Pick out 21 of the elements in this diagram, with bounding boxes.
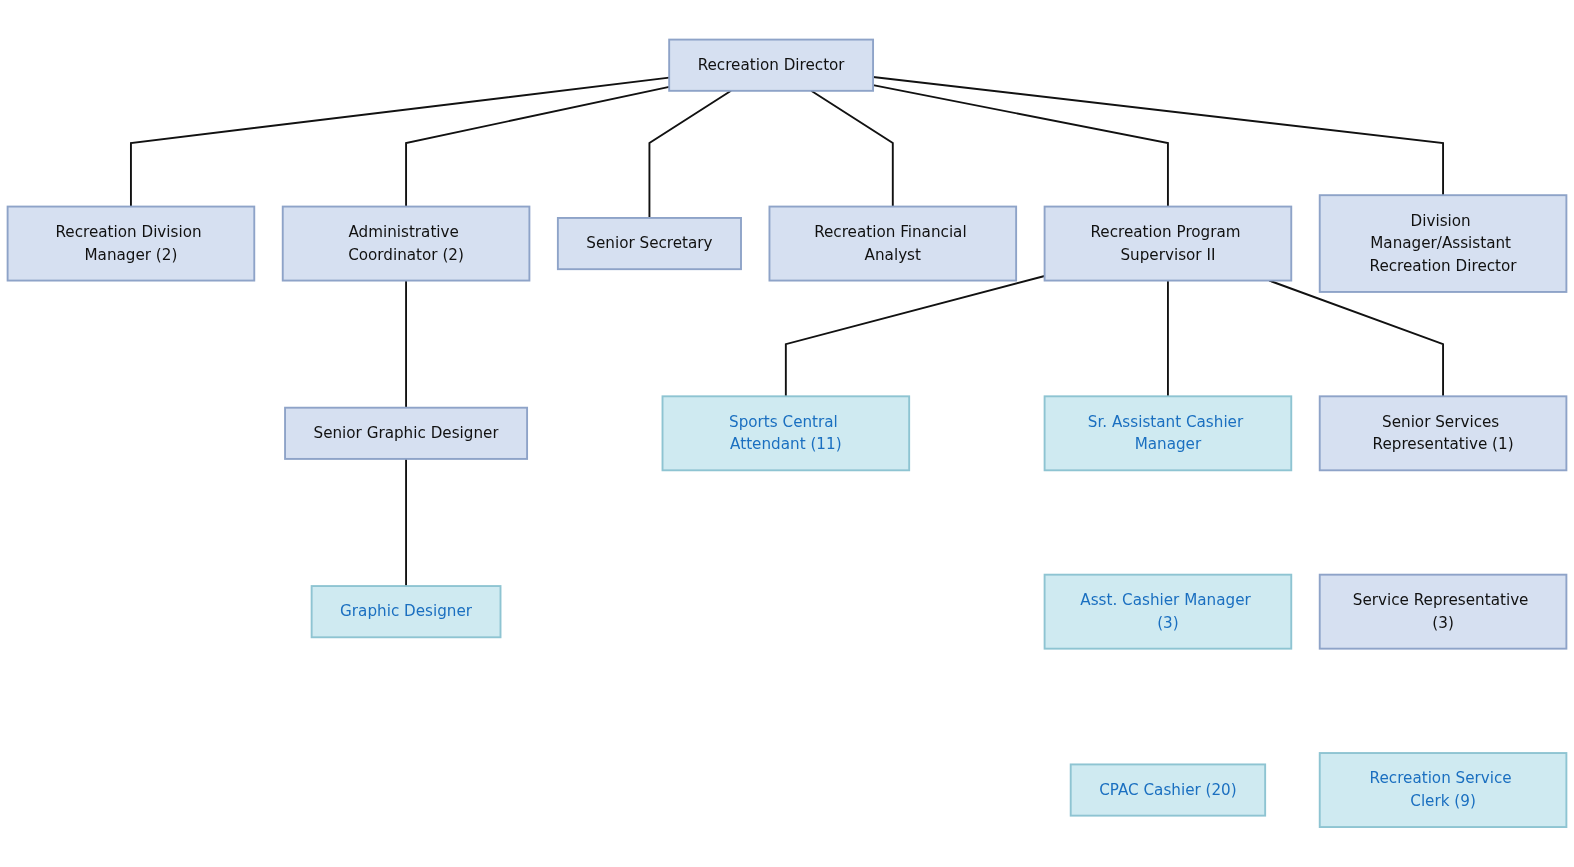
node-box: Senior Graphic Designer — [284, 406, 529, 461]
connector — [648, 90, 732, 220]
connector — [810, 90, 894, 208]
node-box: Recreation Program Supervisor II — [1043, 205, 1293, 282]
node-box: Sr. Assistant Cashier Manager — [1043, 395, 1293, 472]
node-box: Recreation Division Manager (2) — [6, 205, 256, 282]
node-box: Service Representative (3) — [1318, 573, 1568, 650]
node-box: Graphic Designer — [310, 585, 502, 639]
connector — [405, 458, 407, 588]
node-box: Senior Secretary — [556, 217, 742, 271]
node-box: Division Manager/Assistant Recreation Director — [1318, 194, 1568, 294]
connector — [1167, 279, 1169, 398]
node-box: Recreation Director — [668, 38, 875, 92]
node-box: Sports Central Attendant (11) — [661, 395, 911, 472]
node-box: Recreation Service Clerk (9) — [1318, 752, 1568, 829]
node-box: CPAC Cashier (20) — [1069, 763, 1267, 817]
node-box: Recreation Financial Analyst — [768, 205, 1018, 282]
node-box: Administrative Coordinator (2) — [281, 205, 531, 282]
node-box: Senior Services Representative (1) — [1318, 395, 1568, 472]
connector — [405, 279, 407, 409]
node-box: Asst. Cashier Manager (3) — [1043, 573, 1293, 650]
